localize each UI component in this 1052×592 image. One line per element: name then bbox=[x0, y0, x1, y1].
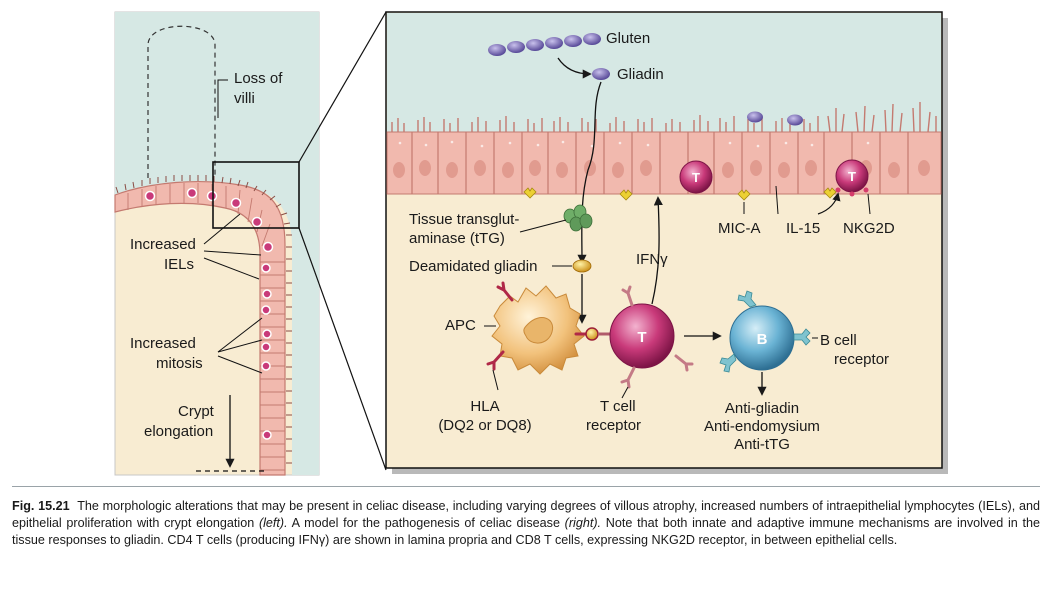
hla-leader bbox=[492, 369, 499, 391]
mhc-tcr-complex bbox=[585, 327, 610, 341]
label-bcell-receptor-1: B cell bbox=[820, 332, 857, 349]
label-tcell-receptor-1: T cell bbox=[600, 398, 636, 415]
label-gliadin: Gliadin bbox=[617, 66, 664, 83]
b-cell: B bbox=[719, 290, 811, 373]
label-tcell-receptor-2: receptor bbox=[586, 417, 641, 434]
label-mitosis: mitosis bbox=[156, 355, 203, 372]
brush-border bbox=[115, 175, 292, 464]
tcr-leader bbox=[621, 386, 629, 399]
label-villi: villi bbox=[234, 90, 255, 107]
label-ttg-2: aminase (tTG) bbox=[409, 230, 505, 247]
caption-right: (right). bbox=[564, 516, 602, 530]
right-panel: T T Glut bbox=[385, 11, 948, 474]
label-bcell-receptor-2: receptor bbox=[834, 351, 889, 368]
label-increased-iels: Increased bbox=[130, 236, 196, 253]
label-anti-endomysium: Anti-endomysium bbox=[704, 418, 820, 435]
caption-text-1: The morphologic alterations that may be … bbox=[12, 499, 1040, 530]
apc-cell bbox=[491, 285, 585, 375]
label-nkg2d: NKG2D bbox=[843, 220, 895, 237]
gluten-to-gliadin-arrow bbox=[557, 57, 592, 79]
mica-molecules bbox=[523, 187, 837, 201]
b-label: B bbox=[757, 331, 768, 348]
label-increased-mitosis: Increased bbox=[130, 335, 196, 352]
b-cell-receptors bbox=[719, 290, 811, 373]
il15-leader bbox=[775, 185, 779, 215]
celiac-figure: Loss of villi Increased IELs Increased m… bbox=[114, 11, 948, 476]
left-panel: Loss of villi Increased IELs Increased m… bbox=[114, 11, 320, 476]
label-ifn-gamma: IFNγ bbox=[636, 251, 668, 268]
t-cell-receptors bbox=[620, 285, 694, 389]
figure-caption: Fig. 15.21 The morphologic alterations t… bbox=[12, 498, 1040, 549]
intraepithelial-t-cell-2: T bbox=[835, 159, 869, 197]
microvilli bbox=[391, 102, 937, 133]
ttg-molecule bbox=[563, 204, 593, 232]
lumen-region bbox=[115, 12, 319, 475]
label-crypt: Crypt bbox=[178, 403, 215, 420]
il15-to-nkg2d-arrow bbox=[817, 192, 841, 215]
ttg-leader bbox=[519, 219, 567, 233]
label-apc: APC bbox=[445, 317, 476, 334]
deamidated-gliadin-particle bbox=[572, 259, 592, 273]
label-anti-ttg: Anti-tTG bbox=[734, 436, 790, 453]
gliadin-particle bbox=[592, 68, 610, 80]
lumen-gliadin-particles bbox=[747, 111, 803, 126]
caption-text-3: Note that both innate and adaptive immun… bbox=[12, 516, 1040, 547]
label-mic-a: MIC-A bbox=[718, 220, 761, 237]
caption-left: (left). bbox=[258, 516, 288, 530]
label-gluten: Gluten bbox=[606, 30, 650, 47]
caption-text-2: A model for the pathogenesis of celiac d… bbox=[287, 516, 565, 530]
gliadin-transport-path bbox=[577, 81, 602, 264]
label-leaders bbox=[203, 79, 263, 374]
t-label-3: T bbox=[637, 329, 646, 346]
caption-divider bbox=[12, 486, 1040, 487]
t-label-1: T bbox=[692, 170, 700, 185]
label-anti-gliadin: Anti-gliadin bbox=[725, 400, 799, 417]
cell-granules bbox=[398, 140, 870, 148]
label-loss-of: Loss of bbox=[234, 70, 283, 87]
label-elongation: elongation bbox=[144, 423, 213, 440]
ifn-gamma-arrow bbox=[651, 196, 663, 305]
nkg2d-leader bbox=[867, 193, 871, 215]
label-hla-2: (DQ2 or DQ8) bbox=[438, 417, 531, 434]
lamina-propria-t-cell: T bbox=[609, 285, 694, 389]
label-hla-1: HLA bbox=[470, 398, 499, 415]
label-deamidated-gliadin: Deamidated gliadin bbox=[409, 258, 537, 275]
lumen-band bbox=[387, 13, 941, 138]
label-iels: IELs bbox=[164, 256, 194, 273]
gluten-chain bbox=[488, 33, 601, 56]
iel-nuclei bbox=[144, 187, 274, 440]
zoom-lines bbox=[298, 11, 387, 471]
epithelium-band bbox=[114, 180, 286, 476]
t-label-2: T bbox=[848, 169, 856, 184]
label-ttg-1: Tissue transglut- bbox=[409, 211, 519, 228]
nkg2d-receptor-marks bbox=[835, 187, 869, 197]
caption-figure-number: Fig. 15.21 bbox=[12, 499, 70, 513]
lost-villus-outline bbox=[147, 25, 216, 178]
label-il15: IL-15 bbox=[786, 220, 820, 237]
zoom-box bbox=[212, 161, 300, 229]
intraepithelial-t-cell-1: T bbox=[679, 160, 713, 194]
